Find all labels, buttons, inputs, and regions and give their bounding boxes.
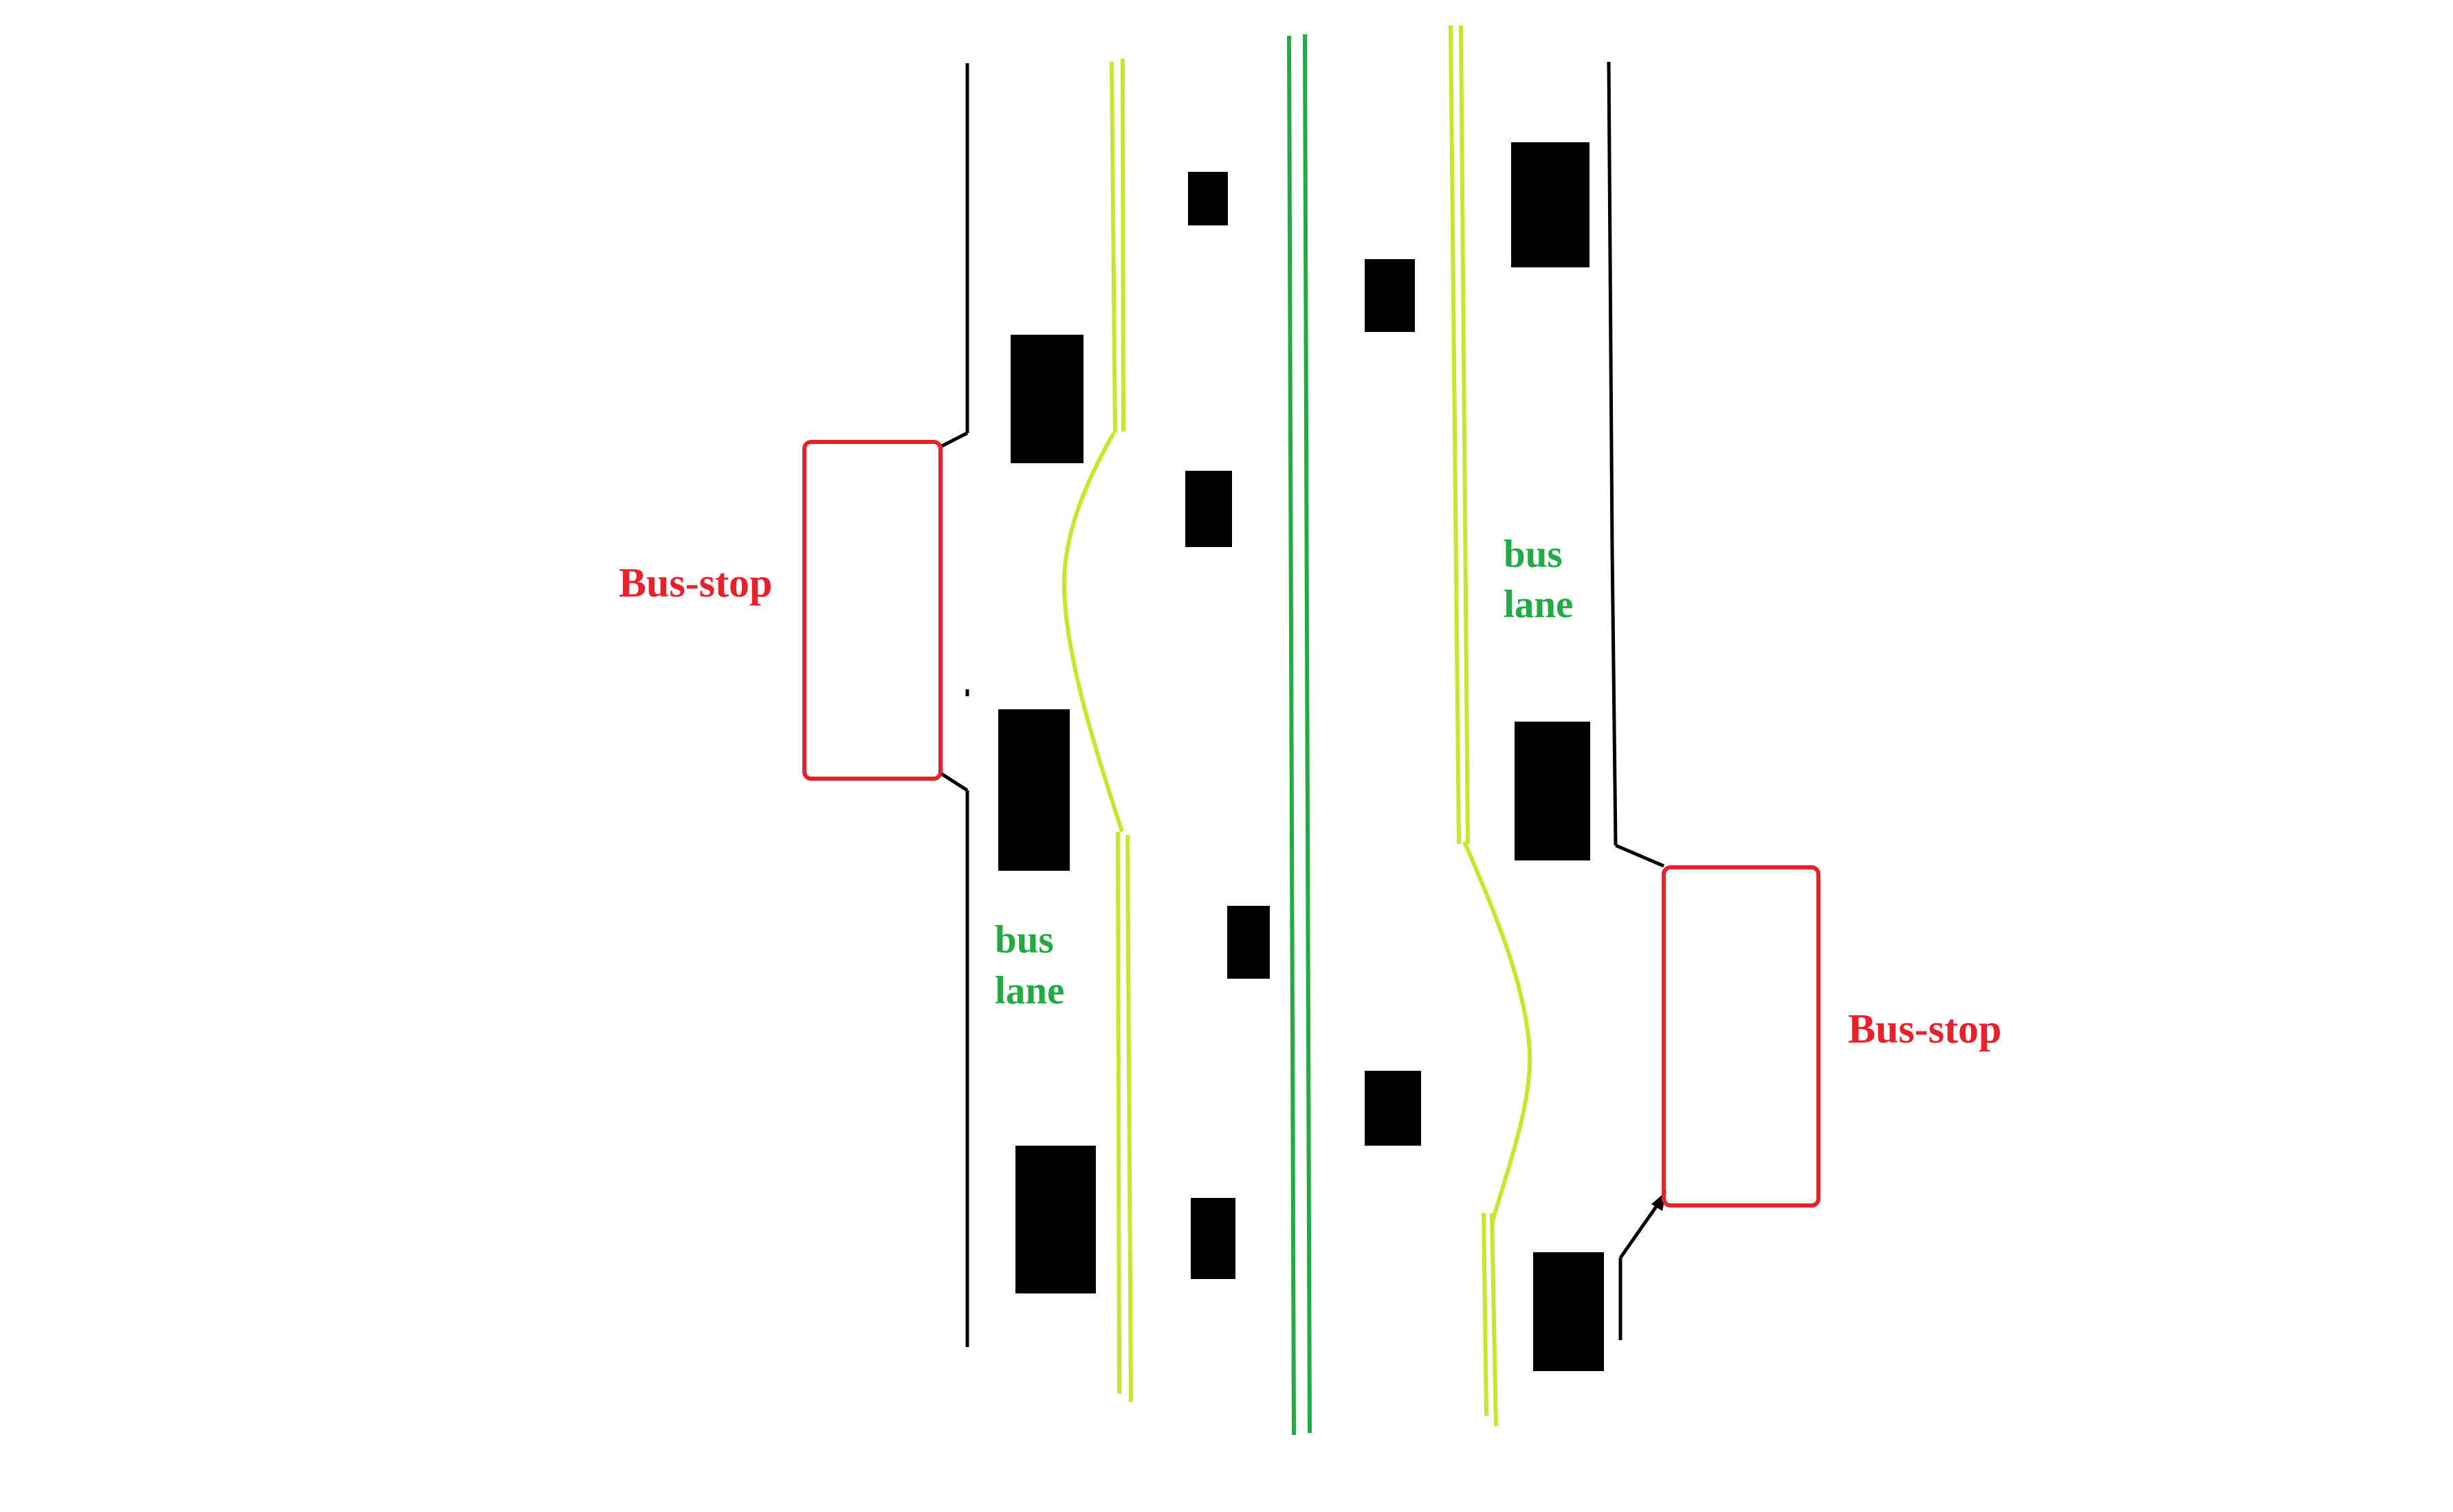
bus-left-2 xyxy=(998,709,1070,871)
bus-lane-label-left-word2: lane xyxy=(995,969,1064,1012)
left-bus-lane-upper-a xyxy=(1110,61,1117,434)
car-lane-r-1 xyxy=(1365,259,1415,332)
left-bay-connector-top xyxy=(939,431,969,449)
bus-stop-bay-right xyxy=(1662,865,1820,1208)
left-curb xyxy=(939,63,969,1347)
bus-right-2 xyxy=(1515,722,1590,860)
bus-stop-label-right: Bus-stop xyxy=(1848,1006,2001,1052)
right-curb-upper xyxy=(1607,61,1618,846)
car-lane-r-2 xyxy=(1365,1071,1421,1146)
bus-lane-label-right-word1: bus xyxy=(1504,533,1563,576)
right-bay-connector-top xyxy=(1615,843,1664,868)
left-bus-lane-bend xyxy=(1062,432,1124,832)
center-line-left xyxy=(1287,35,1296,1436)
left-bus-lane-lower-b xyxy=(1125,834,1133,1403)
bus-left-3 xyxy=(1015,1146,1096,1293)
left-bus-lane-lower-a xyxy=(1116,831,1121,1394)
right-bus-lane-upper-b xyxy=(1459,25,1470,845)
bus-stop-bay-left xyxy=(802,440,943,781)
bus-lane-label-left-word1: bus xyxy=(995,918,1054,961)
car-lane-l-2 xyxy=(1185,471,1232,547)
car-lane-l-4 xyxy=(1191,1198,1235,1279)
center-line-right xyxy=(1303,34,1312,1434)
right-bus-lane-lower-a xyxy=(1482,1212,1488,1416)
car-lane-l-3 xyxy=(1227,906,1270,979)
right-bus-lane-upper-a xyxy=(1449,25,1461,845)
left-bus-lane-line xyxy=(1062,58,1133,1403)
center-double-line xyxy=(1287,34,1312,1436)
bus-lane-label-right-word2: lane xyxy=(1504,583,1573,626)
bus-right-1 xyxy=(1511,142,1590,267)
bus-stop-label-left: Bus-stop xyxy=(619,560,772,605)
bus-left-1 xyxy=(1011,335,1084,463)
right-curb xyxy=(1607,61,1666,1340)
bus-right-3 xyxy=(1533,1252,1604,1371)
car-lane-l-1 xyxy=(1188,172,1228,225)
left-bay-connector-bottom xyxy=(939,771,969,792)
right-bus-lane-bend xyxy=(1462,841,1532,1224)
right-bus-lane-lower-b xyxy=(1490,1212,1498,1427)
right-bus-lane-line xyxy=(1449,25,1532,1427)
vehicles xyxy=(998,142,1604,1371)
